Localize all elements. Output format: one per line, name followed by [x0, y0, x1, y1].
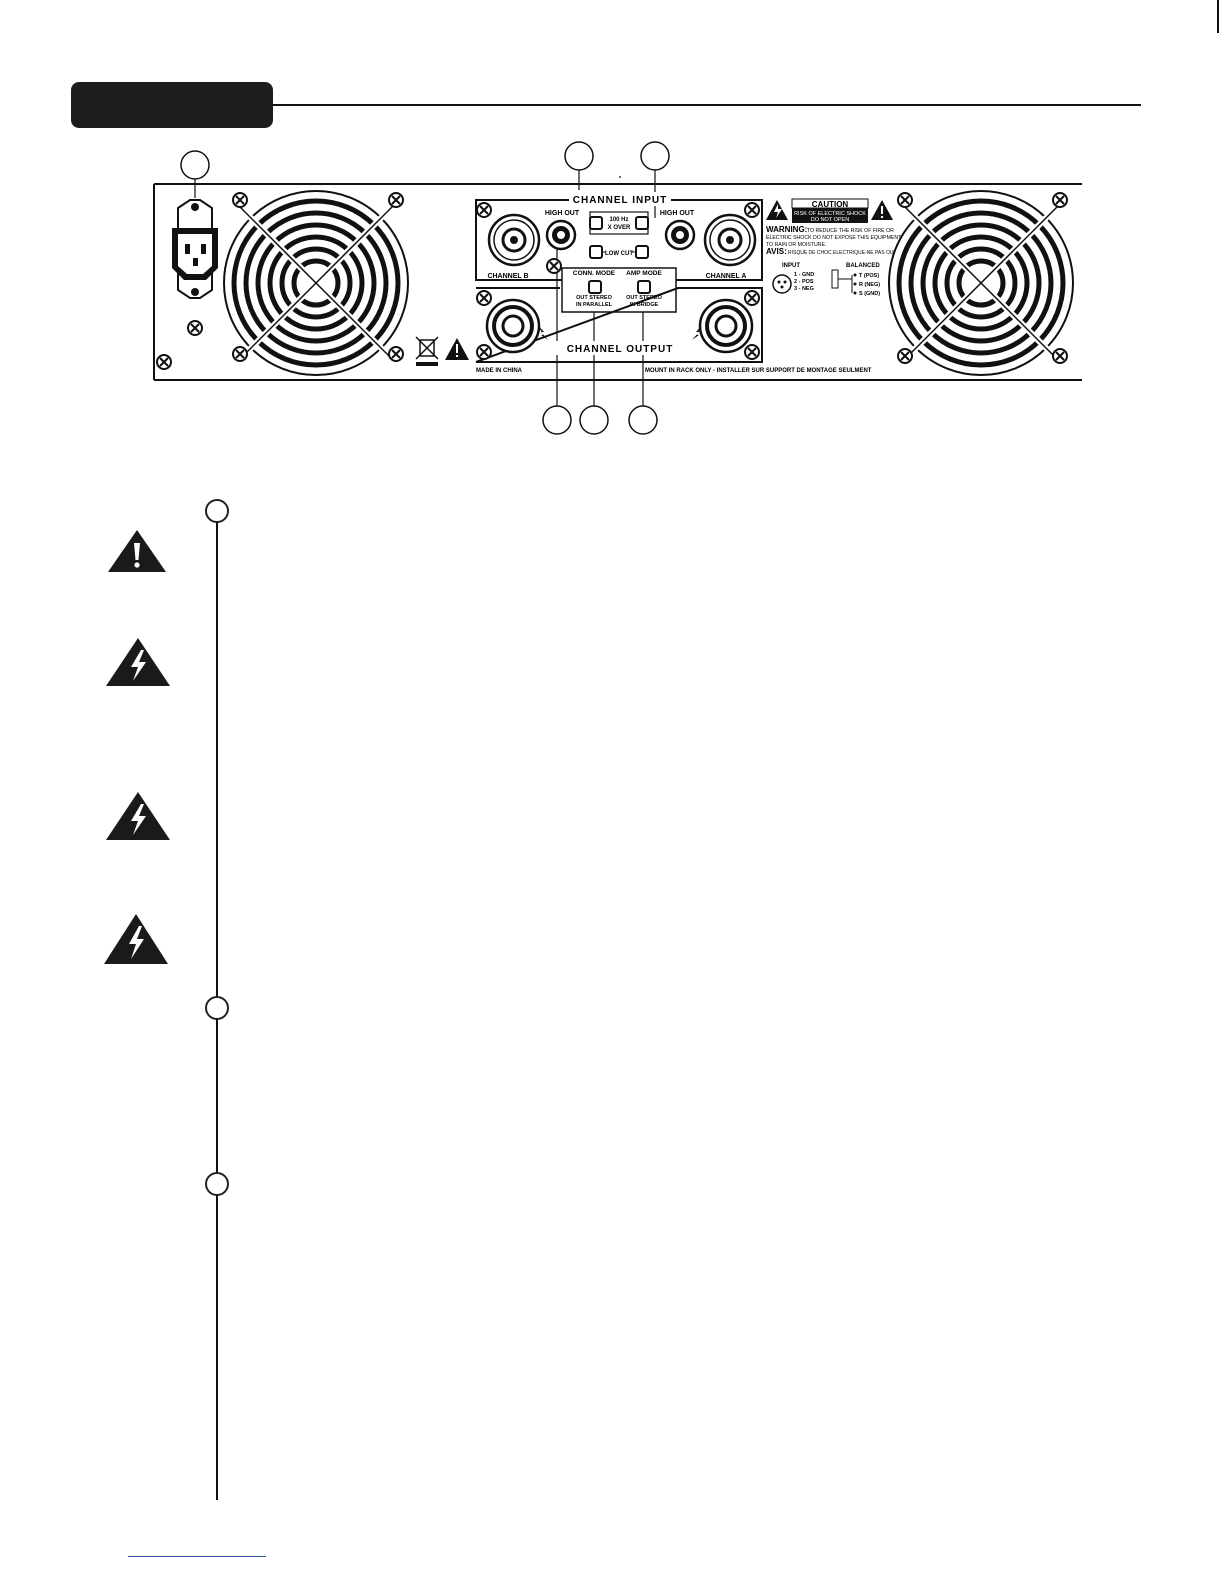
caution-line2: DO NOT OPEN	[811, 217, 849, 223]
callout-circle-input	[564, 141, 594, 171]
caution-exclamation-icon	[108, 530, 166, 572]
channel-a-label: CHANNEL A	[706, 273, 747, 280]
caution-block: CAUTION RISK OF ELECTRIC SHOCK DO NOT OP…	[766, 198, 906, 256]
channel-output-label: CHANNEL OUTPUT	[567, 344, 674, 355]
bal-s-label: S (GND)	[859, 291, 880, 297]
footer-link-underline	[128, 1556, 266, 1557]
fan-right	[889, 191, 1073, 375]
section-tab	[71, 82, 273, 128]
input-label: INPUT	[782, 263, 800, 269]
warning-text1: TO REDUCE THE RISK OF FIRE OR	[807, 228, 894, 234]
rack-note: MOUNT IN RACK ONLY - INSTALLER SUR SUPPO…	[645, 368, 872, 374]
lowcut-switch-b	[589, 245, 603, 259]
callout-circle-connmode	[579, 405, 609, 435]
pin1-label: 1 - GND	[794, 272, 814, 278]
rear-panel-diagram: CHANNEL INPUT CHANNEL B CHANNEL A HIGH O…	[153, 141, 1082, 435]
conn-mode-switch	[588, 280, 602, 294]
electric-shock-icon-3	[104, 914, 168, 964]
avis-label: AVIS:	[766, 247, 787, 256]
section-marker-1	[205, 499, 229, 523]
pinout-block: INPUT 1 - GND 2 - POS 3 - NEG BALANCED T…	[772, 263, 880, 297]
amp-mode-label: AMP MODE	[626, 270, 662, 277]
xover-switch-a	[635, 216, 649, 230]
section-line-2	[216, 1019, 218, 1173]
xover-line1: 100 Hz	[609, 217, 628, 223]
low-cut-label: LOW CUT	[605, 251, 633, 257]
header-rule	[272, 104, 1141, 106]
power-inlet	[172, 199, 218, 299]
bal-r-label: R (NEG)	[859, 282, 880, 288]
fan-left	[224, 191, 408, 375]
section-line-1	[216, 522, 218, 997]
weee-bin-icon	[415, 336, 439, 366]
balanced-label: BALANCED	[846, 263, 880, 269]
jack-high-out-a	[664, 219, 696, 251]
electric-shock-icon-1	[106, 638, 170, 686]
amp-mode-opt2: IN BRIDGE	[630, 302, 659, 308]
page-edge-line	[1217, 0, 1219, 33]
xlr-input-channel-b	[487, 213, 541, 267]
made-in-label: MADE IN CHINA	[476, 368, 523, 374]
speakon-output-a	[698, 298, 754, 354]
warning-label: WARNING:	[766, 225, 807, 234]
electric-shock-icon-2	[106, 792, 170, 840]
panel-warning-icon	[445, 338, 469, 360]
high-out-label-b: HIGH OUT	[545, 210, 580, 217]
section-line-3	[216, 1195, 218, 1500]
xover-line2: X OVER	[608, 225, 631, 231]
callout-circle-power	[180, 150, 210, 180]
warning-text2: ELECTRIC SHOCK DO NOT EXPOSE THIS EQUIPM…	[766, 235, 902, 241]
lowcut-switch-a	[635, 245, 649, 259]
amp-mode-switch	[637, 280, 651, 294]
callout-circle-xover	[640, 141, 670, 171]
high-out-label-a: HIGH OUT	[660, 210, 695, 217]
avis-text: RISQUE DE CHOC ELECTRIQUE-NE PAS OUVRIR	[788, 250, 906, 256]
channel-input-label: CHANNEL INPUT	[573, 195, 667, 206]
speakon-output-b	[485, 298, 541, 354]
bal-t-label: T (POS)	[859, 273, 879, 279]
xover-switch-b	[589, 216, 603, 230]
xlr-input-channel-a	[703, 213, 757, 267]
jack-high-out-b	[545, 219, 577, 251]
pin3-label: 3 - NEG	[794, 286, 814, 292]
caution-title: CAUTION	[812, 200, 849, 209]
amp-mode-opt1: OUT STEREO	[626, 295, 662, 301]
callout-circle-highout	[542, 405, 572, 435]
callout-circle-ampmode	[628, 405, 658, 435]
warning-text3: TO RAIN OR MOISTURE.	[766, 242, 826, 248]
section-marker-3	[205, 1172, 229, 1196]
conn-mode-opt2: IN PARALLEL	[576, 302, 613, 308]
channel-b-label: CHANNEL B	[487, 273, 528, 280]
pin2-label: 2 - POS	[794, 279, 814, 285]
section-marker-2	[205, 996, 229, 1020]
conn-mode-opt1: OUT STEREO	[576, 295, 612, 301]
conn-mode-label: CONN. MODE	[573, 270, 616, 277]
caution-line1: RISK OF ELECTRIC SHOCK	[794, 211, 866, 217]
